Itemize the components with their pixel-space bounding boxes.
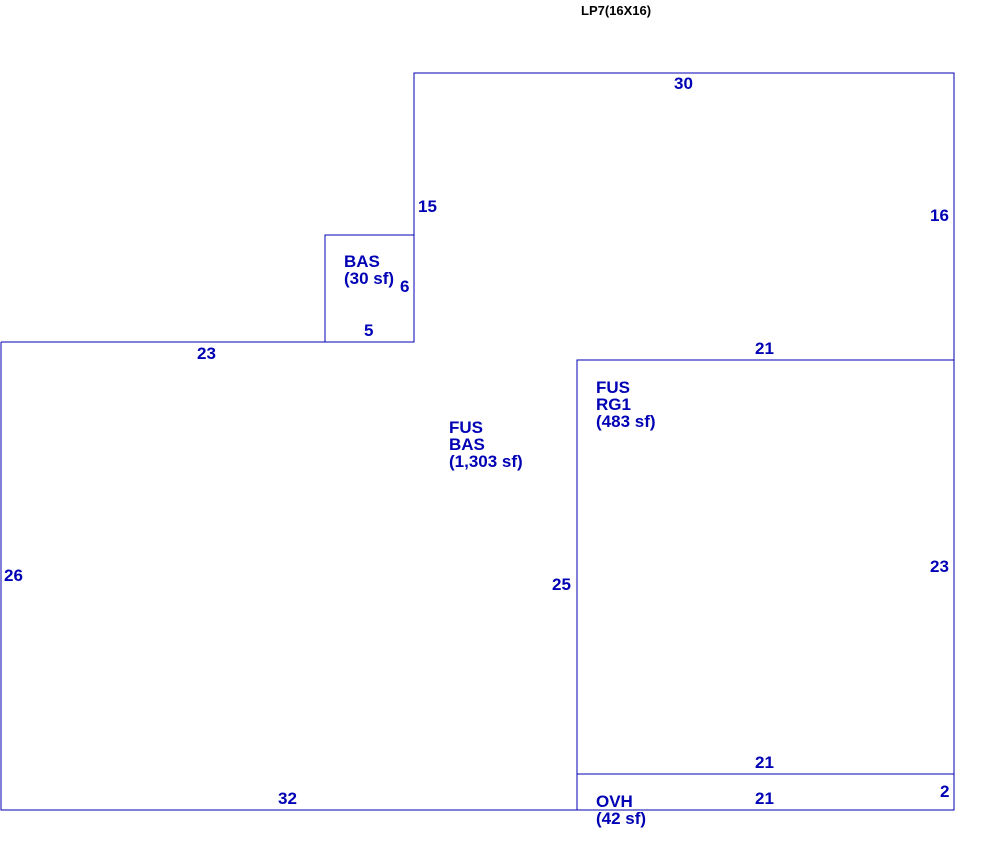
dimension-label-ovh-bottom: 21: [755, 789, 774, 808]
dimension-label-ovh-side: 2: [940, 782, 950, 801]
dimension-label-bumpout-bottom: 5: [364, 321, 374, 340]
dimension-label-top: 30: [674, 74, 693, 93]
dimension-label-garage-bottom: 21: [755, 753, 774, 772]
area-size: (42 sf): [596, 809, 647, 828]
dimension-label-garage-top: 21: [755, 339, 774, 358]
garage-rg1-outline: [576, 359, 954, 810]
area-code: FUS: [596, 378, 630, 397]
dimension-label-garage-left: 25: [552, 575, 571, 594]
area-label-fus-bas: FUS BAS (1,303 sf): [449, 419, 523, 470]
area-label-ovh: OVH (42 sf): [596, 793, 646, 827]
area-label-fus-rg1: FUS RG1 (483 sf): [596, 379, 656, 430]
dimension-label-bottom: 32: [278, 789, 297, 808]
dimension-label-right-upper: 16: [930, 206, 949, 225]
area-size: (483 sf): [596, 412, 656, 431]
dimension-label-notch: 15: [418, 197, 437, 216]
dimension-label-garage-right: 23: [930, 557, 949, 576]
area-size: (1,303 sf): [449, 452, 523, 471]
area-size: (30 sf): [344, 269, 395, 288]
dimension-label-bumpout-side: 6: [400, 277, 410, 296]
area-code-2: BAS: [449, 435, 485, 454]
area-code: FUS: [449, 418, 483, 437]
area-code-2: RG1: [596, 395, 631, 414]
sketch-title: LP7(16X16): [581, 3, 652, 18]
area-label-bas-small: BAS (30 sf): [344, 253, 394, 287]
area-code: BAS: [344, 252, 380, 271]
dimension-label-left-side: 26: [4, 566, 23, 585]
area-code: OVH: [596, 792, 633, 811]
main-house-outline: [0, 72, 955, 811]
bas-bumpout-outline: [324, 234, 415, 343]
dimension-label-left-top: 23: [197, 344, 216, 363]
